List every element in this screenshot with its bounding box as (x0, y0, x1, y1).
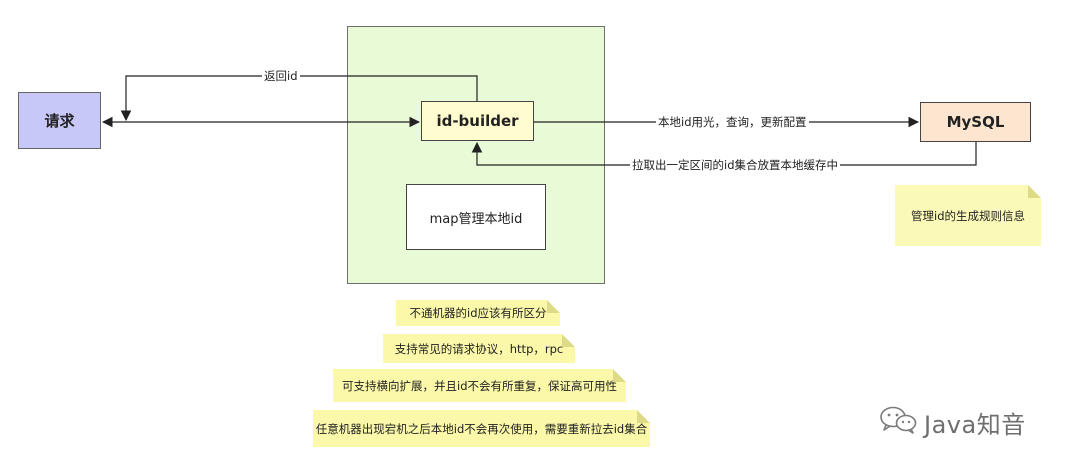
pull-range-label: 拉取出一定区间的id集合放置本地缓存中 (630, 158, 840, 172)
wechat-icon (878, 405, 918, 439)
id-builder-node: id-builder (421, 101, 534, 141)
request-node: 请求 (18, 92, 101, 149)
watermark: Java知音 (878, 404, 1026, 440)
note-machine-distinct: 不通机器的id应该有所区分 (396, 300, 560, 326)
note-crash-recovery: 任意机器出现宕机之后本地id不会再次使用，需要重新拉去id集合 (313, 410, 650, 447)
note-rules: 管理id的生成规则信息 (895, 185, 1041, 246)
map-manager-node: map管理本地id (406, 184, 546, 250)
mysql-node: MySQL (920, 102, 1031, 142)
note-protocols: 支持常见的请求协议，http，rpc (383, 334, 575, 363)
return-id-label: 返回id (262, 69, 300, 83)
note-scalable: 可支持横向扩展，并且id不会有所重复，保证高可用性 (333, 369, 626, 402)
watermark-text: Java知音 (924, 410, 1026, 439)
local-id-used-up-label: 本地id用光，查询，更新配置 (656, 115, 809, 129)
